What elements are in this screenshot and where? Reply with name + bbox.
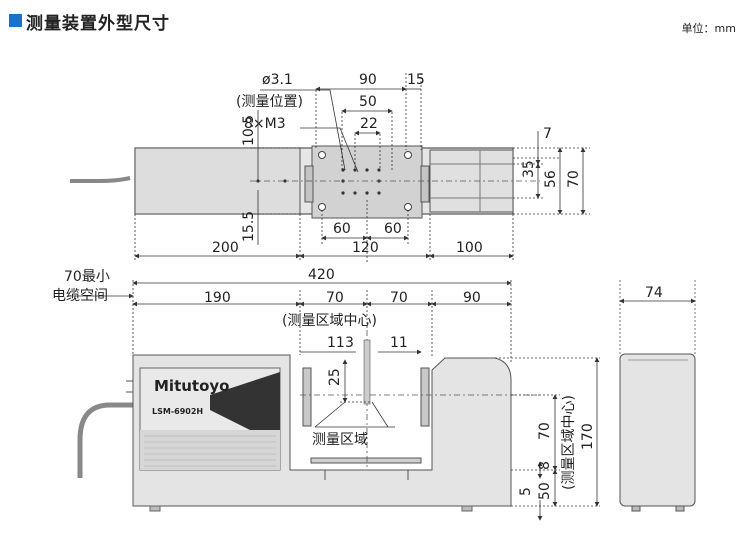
dim-100-label: 100 — [456, 240, 483, 256]
side-view: 74 — [619, 280, 696, 512]
dim-25-label: 25 — [327, 368, 343, 386]
section-marker — [9, 14, 22, 27]
dim-200-label: 200 — [212, 240, 239, 256]
top-view-dimensions — [134, 73, 590, 262]
dim-15-5-label: 15.5 — [241, 211, 257, 242]
side-body — [619, 353, 696, 507]
dim-35-label: 35 — [521, 160, 537, 178]
dim-5-label: 5 — [518, 487, 534, 496]
dim-70v-label: 70 — [537, 422, 553, 440]
screw-label: 8×M3 — [244, 116, 286, 132]
min-space-label: 70最小 — [64, 269, 110, 285]
dim-11a-label: 11 — [327, 335, 345, 351]
dim-10-5-label: 10.5 — [241, 115, 257, 146]
center-note-label: (测量区域中心) — [282, 313, 377, 329]
dim-90-label: 90 — [359, 72, 377, 88]
dim-70a-label: 70 — [326, 290, 344, 306]
side-center-label: (测量区域中心) — [561, 395, 577, 490]
top-view — [70, 145, 540, 219]
dim-60b-label: 60 — [384, 221, 402, 237]
dim-74-label: 74 — [645, 285, 663, 301]
area-label: 测量区域 — [312, 432, 368, 448]
dim-190-label: 190 — [204, 290, 231, 306]
front-view — [77, 330, 540, 512]
dim-420-label: 420 — [308, 267, 335, 283]
page-title: 测量装置外型尺寸 — [26, 14, 170, 34]
dim-70-label: 70 — [566, 170, 582, 188]
top-view-labels: ø3.1 (测量位置) 8×M3 90 15 50 22 10.5 15.5 7… — [212, 72, 582, 256]
dim-120-label: 120 — [352, 240, 379, 256]
dim-3-label: 3 — [345, 335, 354, 351]
top-cable — [70, 176, 131, 183]
brand-logo: Mitutoyo — [154, 377, 229, 395]
hole-diameter-label: ø3.1 — [262, 72, 293, 88]
front-brand: Mitutoyo LSM-6902H — [152, 377, 229, 416]
dim-50-front-label: 50 — [537, 482, 553, 500]
front-view-dimensions — [70, 280, 600, 521]
top-left-unit — [134, 147, 301, 215]
dim-70b-label: 70 — [390, 290, 408, 306]
dim-50-label: 50 — [359, 94, 377, 110]
dim-60a-label: 60 — [333, 221, 351, 237]
model-label: LSM-6902H — [152, 407, 203, 416]
cable-space-label: 电缆空间 — [52, 288, 108, 304]
dim-7-label: 7 — [543, 126, 552, 142]
unit-label: 单位：mm — [681, 22, 736, 35]
dim-56-label: 56 — [543, 170, 559, 188]
dim-90-front-label: 90 — [463, 290, 481, 306]
dim-22-label: 22 — [360, 116, 378, 132]
dim-15-label: 15 — [407, 72, 425, 88]
front-view-labels: 70最小 电缆空间 420 190 70 70 90 (测量区域中心) 11 3… — [52, 267, 596, 500]
dim-8-label: 8 — [537, 461, 553, 470]
dim-170-label: 170 — [580, 423, 596, 450]
dim-11b-label: 11 — [390, 335, 408, 351]
hole-note-label: (测量位置) — [236, 94, 303, 110]
front-cable — [77, 402, 133, 478]
